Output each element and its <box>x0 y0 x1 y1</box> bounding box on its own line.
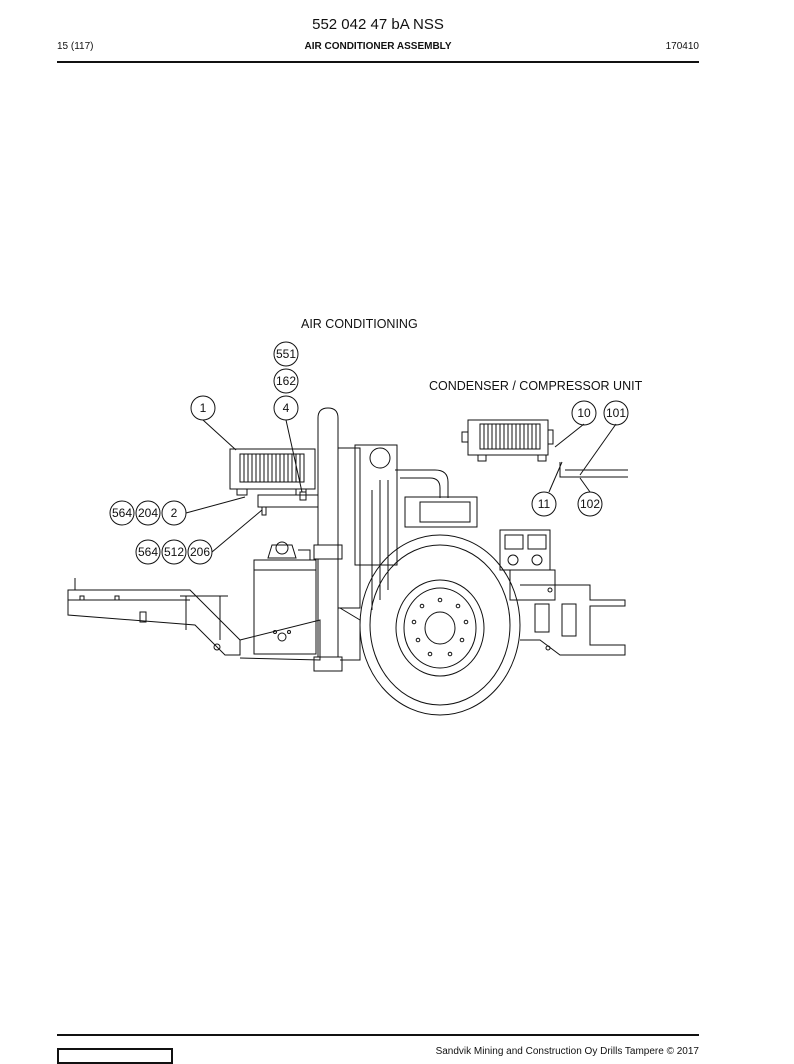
caption-air-conditioning: AIR CONDITIONING <box>301 317 418 331</box>
footer-copyright: Sandvik Mining and Construction Oy Drill… <box>435 1046 699 1057</box>
header-rule <box>57 61 699 63</box>
document-number: 552 042 47 bA NSS <box>312 16 444 33</box>
right-chassis <box>520 584 626 656</box>
condenser-compressor-unit <box>461 419 628 478</box>
callout-204-label: 204 <box>138 506 158 520</box>
air-conditioner-unit <box>229 448 319 516</box>
callout-10 <box>571 400 597 426</box>
callout-206 <box>187 539 213 565</box>
callout-balloons: 551 162 4 1 564 204 2 564 512 206 10 101 <box>109 341 629 565</box>
callout-101 <box>603 400 629 426</box>
callout-564-b <box>135 539 161 565</box>
callout-102-label: 102 <box>580 497 600 511</box>
callout-1 <box>190 395 216 421</box>
callout-2 <box>161 500 187 526</box>
callout-2-label: 2 <box>171 506 178 520</box>
callout-204 <box>135 500 161 526</box>
callout-1-label: 1 <box>200 401 207 415</box>
leader-lines <box>185 419 617 553</box>
footer-rule <box>57 1034 699 1036</box>
caption-condenser-unit: CONDENSER / COMPRESSOR UNIT <box>429 379 643 393</box>
callout-551-label: 551 <box>276 347 296 361</box>
page-number: 15 (117) <box>57 41 94 52</box>
company-logo <box>57 1048 173 1064</box>
callout-10-label: 10 <box>577 406 591 420</box>
callout-4 <box>273 395 299 421</box>
callout-4-label: 4 <box>283 401 290 415</box>
callout-102 <box>577 491 603 517</box>
boom-frame <box>67 578 321 661</box>
callout-162 <box>273 368 299 394</box>
callout-11-label: 11 <box>538 497 551 511</box>
callout-101-label: 101 <box>606 406 626 420</box>
callout-564-a-label: 564 <box>112 506 132 520</box>
document-title: AIR CONDITIONER ASSEMBLY <box>304 41 452 52</box>
callout-206-label: 206 <box>190 545 210 559</box>
callout-11 <box>531 491 557 517</box>
callout-162-label: 162 <box>276 374 296 388</box>
callout-564-a <box>109 500 135 526</box>
wheel <box>359 534 521 716</box>
callout-512-label: 512 <box>164 545 184 559</box>
pump-assembly <box>499 529 556 601</box>
callout-512 <box>161 539 187 565</box>
engine-structure <box>337 444 478 661</box>
callout-564-b-label: 564 <box>138 545 158 559</box>
document-date: 170410 <box>665 41 699 52</box>
callout-551 <box>273 341 299 367</box>
hydraulic-tank <box>253 541 317 655</box>
